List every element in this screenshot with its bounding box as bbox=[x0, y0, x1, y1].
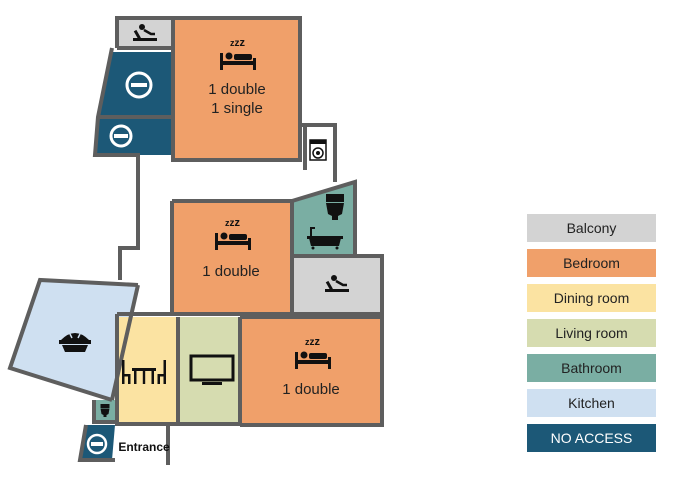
lounger-icon bbox=[133, 24, 157, 41]
svg-text:zzz: zzz bbox=[305, 336, 321, 348]
pie-icon bbox=[59, 333, 91, 352]
sleeping-bed-icon: zzz bbox=[220, 37, 256, 70]
living-room bbox=[178, 317, 240, 424]
svg-text:zzz: zzz bbox=[230, 37, 246, 49]
bedroom-bottom-label: 1 double bbox=[282, 381, 340, 398]
bathtub-icon bbox=[307, 227, 343, 250]
bedroom-bottom bbox=[242, 317, 382, 425]
legend-item-balcony: Balcony bbox=[527, 214, 656, 242]
bedroom-middle bbox=[172, 201, 292, 314]
legend-item-bathroom: Bathroom bbox=[527, 354, 656, 382]
tv-icon bbox=[189, 354, 235, 385]
bedroom-top-line1: 1 double bbox=[208, 81, 266, 98]
bedroom-top bbox=[173, 18, 300, 160]
no-entry-icon bbox=[109, 124, 133, 148]
balcony-middle bbox=[292, 256, 382, 314]
bedroom-top-line2: 1 single bbox=[211, 100, 263, 117]
bedroom-middle-label: 1 double bbox=[202, 263, 260, 280]
sleeping-bed-icon: zzz bbox=[215, 217, 251, 250]
svg-text:zzz: zzz bbox=[225, 217, 241, 229]
lounger-icon bbox=[325, 275, 349, 292]
washing-machine-icon bbox=[309, 139, 327, 161]
entrance-label: Entrance bbox=[118, 440, 170, 454]
legend-item-kitchen: Kitchen bbox=[527, 389, 656, 417]
no-entry-icon bbox=[125, 71, 153, 99]
toilet-icon bbox=[326, 194, 344, 220]
legend-item-bedroom: Bedroom bbox=[527, 249, 656, 277]
no-entry-icon bbox=[86, 433, 108, 455]
walls bbox=[7, 16, 384, 465]
legend: Balcony Bedroom Dining room Living room … bbox=[527, 214, 656, 459]
legend-item-no-access: NO ACCESS bbox=[527, 424, 656, 452]
toilet-icon bbox=[100, 404, 110, 417]
legend-item-dining-room: Dining room bbox=[527, 284, 656, 312]
dining-table-icon bbox=[122, 360, 166, 384]
legend-item-living-room: Living room bbox=[527, 319, 656, 347]
sleeping-bed-icon: zzz bbox=[295, 336, 331, 369]
no-access-mid bbox=[95, 117, 173, 155]
balcony-top bbox=[117, 18, 173, 48]
